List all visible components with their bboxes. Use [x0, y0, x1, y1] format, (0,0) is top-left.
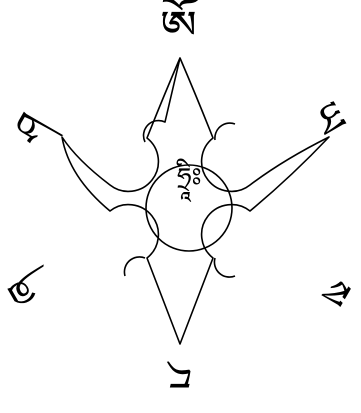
mantra-syllable-bottom: ང [168, 352, 192, 394]
star-notch-top-right [215, 123, 235, 140]
center-seed-syllable: ཧྲཱིཿ [177, 165, 201, 192]
star-notch-bottom [214, 258, 235, 277]
star-petal-outline [62, 58, 329, 344]
star-notch-bottom-left [124, 257, 145, 276]
mantra-syllable-top: ཨོཾ [160, 4, 197, 50]
